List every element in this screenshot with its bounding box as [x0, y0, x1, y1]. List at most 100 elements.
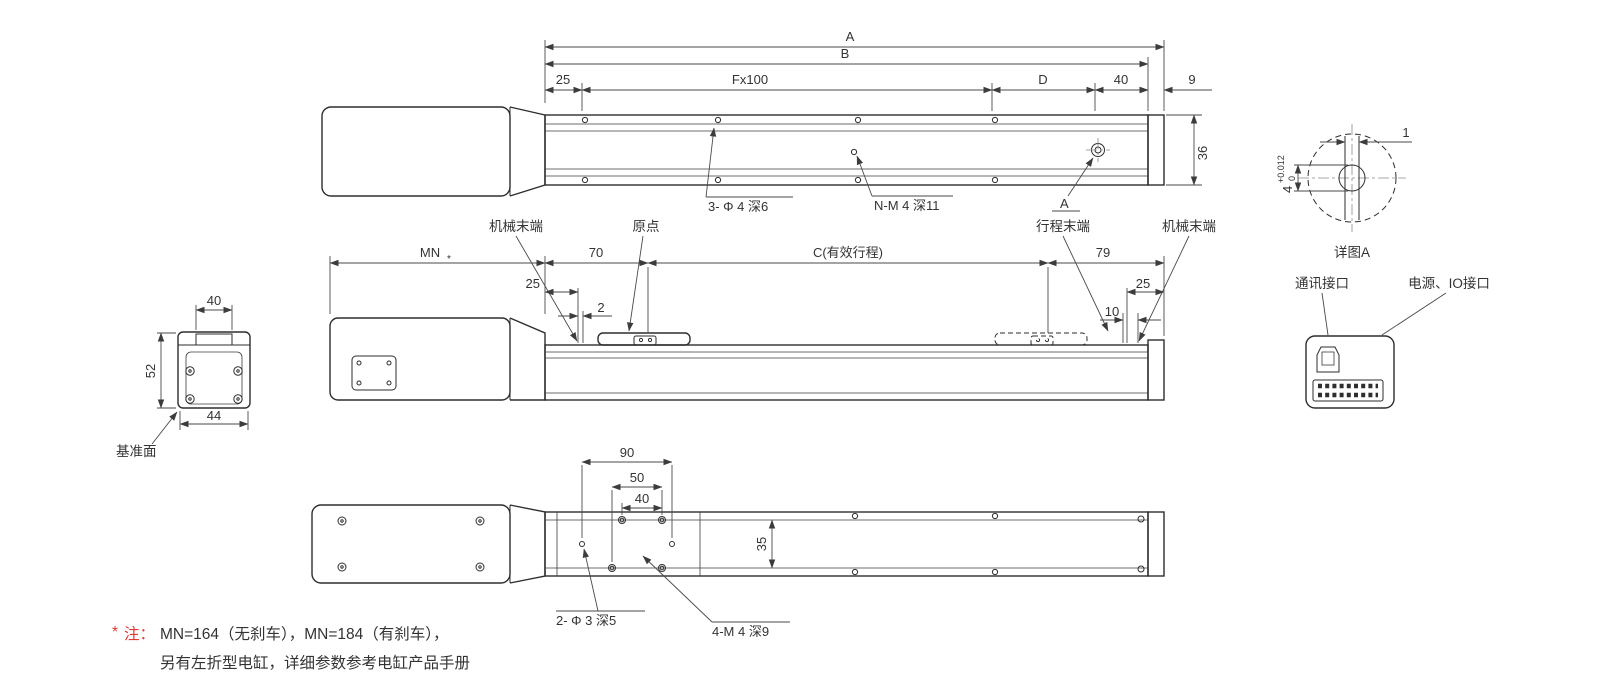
top-view-dimensions: A B 25 Fx100 D 40 9 36: [544, 29, 1212, 186]
dim-c-label: C(有效行程): [813, 245, 883, 260]
dim-b-label: B: [841, 46, 850, 61]
side-view-outline: [329, 317, 1165, 401]
side-extension-lines: [329, 256, 1165, 343]
rail-bottom-lines: [545, 512, 1148, 576]
detail-slot: [1338, 136, 1366, 220]
dim-25-label: 25: [556, 72, 570, 87]
motor-screws: [337, 516, 485, 572]
callout-detail-ref: A: [1060, 196, 1069, 211]
notes: * 注： MN=164（无刹车），MN=184（有刹车）， 另有左折型电缸，详细…: [112, 624, 470, 672]
usb-port-inner: [1321, 351, 1335, 366]
top-extension-lines: [544, 40, 1202, 186]
callout-holes-small: 3- Φ 4 深6: [708, 199, 768, 214]
slider-block: [597, 332, 691, 346]
detail-a-title: 详图A: [1334, 245, 1370, 260]
label-mech-end-left: 机械末端: [489, 219, 543, 234]
side-view-position-labels: 机械末端 原点 行程末端 机械末端: [489, 219, 1216, 342]
dim-4-tolerance-group: 4 +0.012 0: [1276, 155, 1297, 193]
dim-35-label: 35: [754, 537, 769, 551]
side-view: 机械末端 原点 行程末端 机械末端 MN * 70 C(有效行程) 79: [329, 219, 1216, 401]
end-view: 40 52 44 基准面: [116, 293, 251, 459]
label-datum: 基准面: [116, 443, 157, 459]
motor-housing-top: [321, 106, 511, 197]
label-stroke-end: 行程末端: [1036, 219, 1090, 234]
label-power-io-port: 电源、IO接口: [1408, 275, 1490, 291]
dim-25-right-label: 25: [1136, 276, 1150, 291]
end-cap-top: [1147, 114, 1165, 186]
callout-holes-thread: N-M 4 深11: [874, 198, 940, 213]
motor-housing-side: [329, 317, 511, 401]
callout-dowel-holes: 2- Φ 3 深5: [556, 613, 616, 628]
dim-25-left-label: 25: [526, 276, 540, 291]
rail-profile-lines: [545, 123, 1148, 177]
dim-36-label: 36: [1195, 146, 1210, 160]
top-view: A B 25 Fx100 D 40 9 36 3- Φ 4 深6 N-M 4 深…: [321, 29, 1212, 214]
note-line-2: 另有左折型电缸，详细参数参考电缸产品手册: [160, 653, 470, 672]
end-cap-side: [1147, 339, 1165, 401]
dim-40-bottom-label: 40: [635, 491, 649, 506]
connector-box: [1305, 335, 1395, 409]
slider-phantom: [994, 332, 1088, 346]
dim-40-label: 40: [1114, 72, 1128, 87]
bottom-holes: [579, 512, 1145, 576]
rail-body-bottom: [544, 511, 1149, 577]
dim-40-end-label: 40: [207, 293, 221, 308]
end-view-body: [177, 331, 251, 409]
end-view-outline: [177, 331, 251, 409]
dim-mn-label: MN: [420, 245, 440, 260]
dim-52-label: 52: [143, 364, 158, 378]
dim-4-tol-upper: +0.012: [1276, 155, 1286, 183]
end-view-screws: [185, 366, 243, 404]
usb-port-icon: [1316, 346, 1340, 373]
detail-boundary-circle: [1307, 133, 1397, 223]
bottom-extension-lines: [581, 465, 673, 562]
detail-extension-lines: [1294, 164, 1348, 192]
dim-70-label: 70: [589, 245, 603, 260]
callout-thread-holes: 4-M 4 深9: [712, 624, 769, 639]
dim-9-label: 9: [1188, 72, 1195, 87]
detail-a-hole: [1086, 138, 1110, 162]
bottom-view-dimensions: 90 50 40 35 2- Φ 3 深5 4-M 4 深9: [556, 445, 790, 639]
rail-side-lines: [545, 351, 1148, 394]
dim-10-label: 10: [1105, 304, 1119, 319]
note-label: 注：: [124, 625, 155, 643]
label-mech-end-right: 机械末端: [1162, 219, 1216, 234]
end-cap-bottom: [1147, 511, 1165, 577]
dim-44-label: 44: [207, 408, 221, 423]
dim-50-label: 50: [630, 470, 644, 485]
end-view-slider-section: [195, 333, 233, 346]
detail-view-a: 1 4 +0.012 0 详图A: [1276, 124, 1412, 260]
motor-taper-side: [509, 317, 546, 401]
dim-mn-star: *: [447, 254, 451, 265]
mounting-holes: [581, 116, 999, 184]
rail-body-side: [544, 344, 1149, 401]
label-origin: 原点: [633, 219, 660, 234]
dim-fx100-label: Fx100: [732, 72, 768, 87]
top-view-callouts: 3- Φ 4 深6 N-M 4 深11 A: [705, 127, 1094, 214]
dim-d-label: D: [1038, 72, 1047, 87]
motor-taper-bottom: [509, 504, 546, 584]
dim-4-label: 4: [1280, 186, 1295, 193]
end-extension-lines: [157, 305, 249, 430]
io-connector: [1312, 379, 1384, 402]
dim-1-label: 1: [1402, 125, 1409, 140]
dim-90-label: 90: [620, 445, 634, 460]
dim-2-label: 2: [597, 300, 604, 315]
end-view-dimensions: 40 52 44 基准面: [116, 293, 249, 459]
motor-connector-screws: [356, 360, 392, 386]
rail-body-top: [544, 114, 1149, 186]
label-comm-port: 通讯接口: [1295, 275, 1349, 291]
dim-a-label: A: [846, 29, 855, 44]
note-asterisk: *: [112, 624, 118, 641]
top-view-outline: [321, 106, 1165, 197]
motor-taper-top: [509, 106, 546, 197]
dim-4-tol-lower: 0: [1287, 176, 1297, 181]
end-view-inner-contour: [185, 351, 243, 405]
motor-connector-plate: [351, 355, 397, 391]
side-view-dimensions: MN * 70 C(有效行程) 79 25 2 10 25: [329, 245, 1165, 343]
dim-79-label: 79: [1096, 245, 1110, 260]
bottom-view: 90 50 40 35 2- Φ 3 深5 4-M 4 深9: [311, 445, 1165, 639]
bottom-view-outline: [311, 504, 1165, 584]
